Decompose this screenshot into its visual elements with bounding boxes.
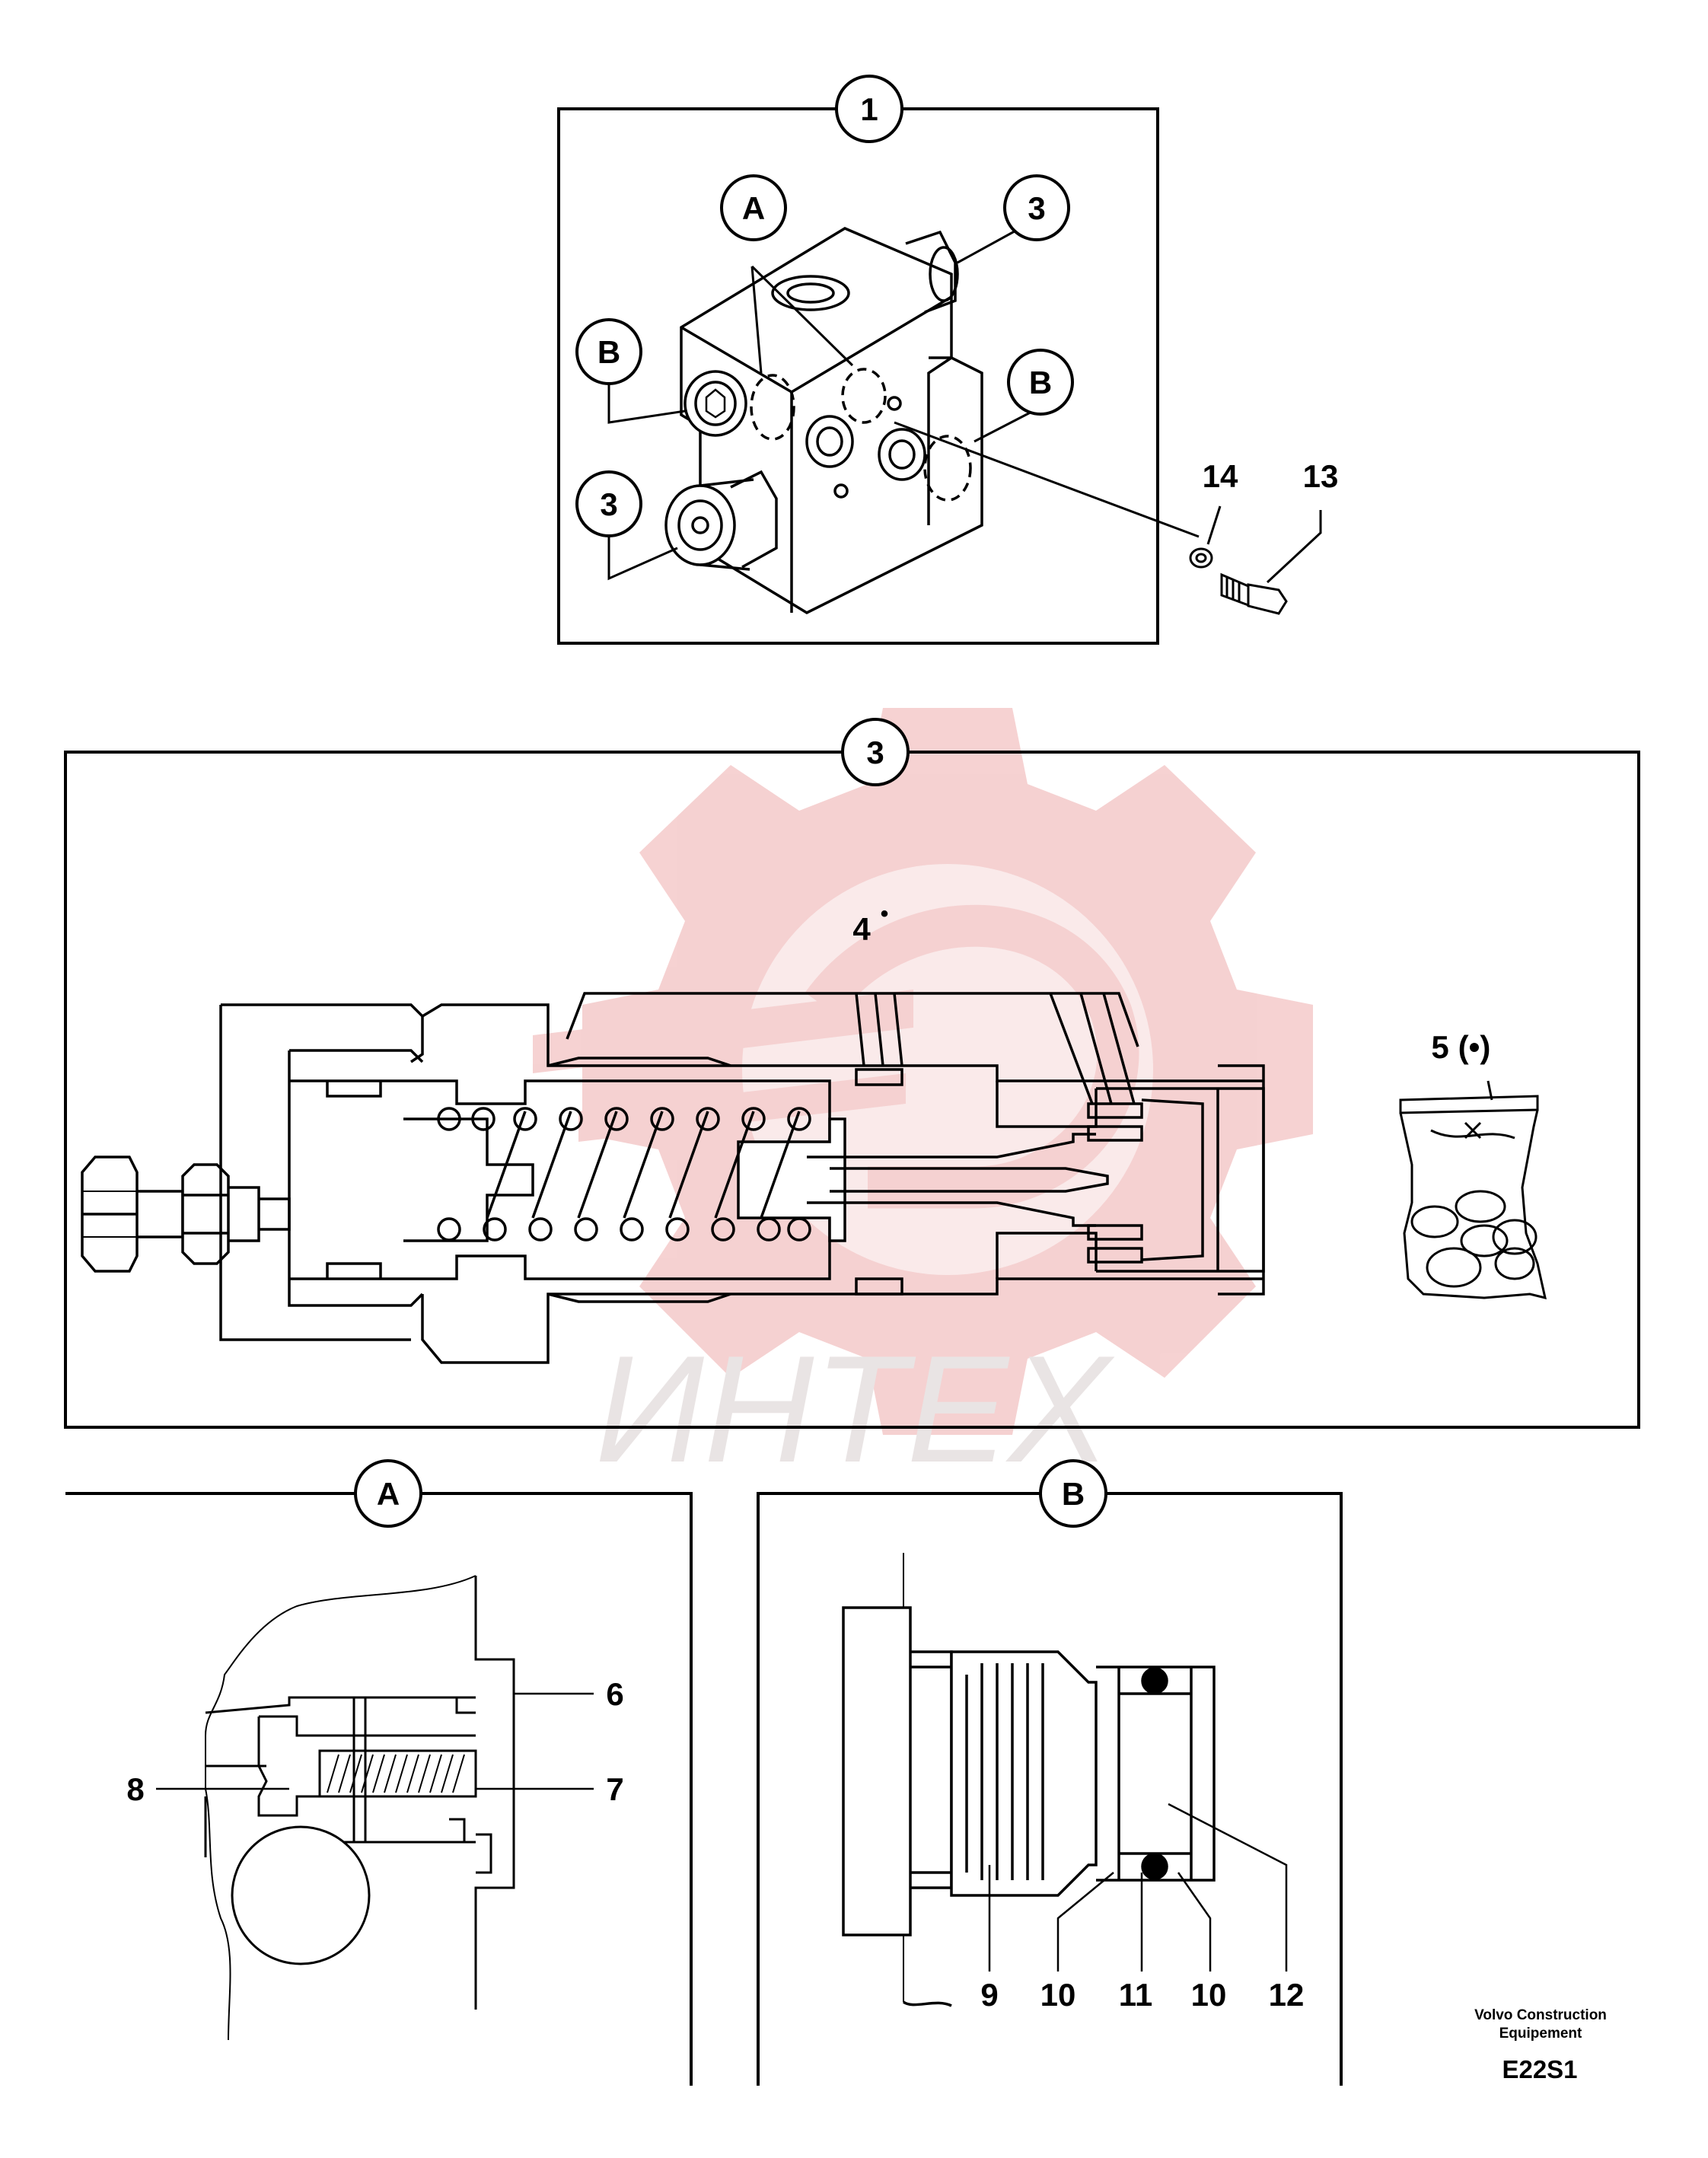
callout-circle-1 <box>835 75 903 143</box>
footer-code: E22S1 <box>1502 2055 1578 2083</box>
watermark-text: ИНТЕХ <box>595 1324 1115 1494</box>
watermark: ИНТЕХ <box>533 708 1313 1494</box>
label-4: 4 <box>852 911 871 947</box>
detail-b-plug <box>842 1553 1216 2007</box>
detail-b-leaders <box>988 1803 1288 1972</box>
label-6: 6 <box>606 1676 623 1712</box>
cartridge-spring <box>437 1107 811 1242</box>
panel-cartridge <box>64 718 1640 1429</box>
detail-a-section <box>204 1575 515 2041</box>
panel-detail-a <box>65 1459 693 2086</box>
label-3-top: 3 <box>1028 190 1045 226</box>
panel-detail-b <box>757 1459 1343 2086</box>
seal-kit-bag-icon <box>1399 1080 1547 1300</box>
footer-company: Volvo Construction Equipement <box>1474 2007 1607 2042</box>
label-13: 13 <box>1303 458 1339 494</box>
label-10-right: 10 <box>1191 1977 1227 2013</box>
panel-detail-a-frame <box>65 1492 693 2086</box>
callout-circle-b-left <box>575 318 642 385</box>
label-9: 9 <box>980 1977 998 2013</box>
callout-b: B <box>1062 1476 1085 1512</box>
watermark-gear-icon <box>582 708 1313 1435</box>
callout-circle-b-right <box>1007 349 1074 416</box>
callout-circle-b <box>1039 1459 1107 1528</box>
label-b-right: B <box>1029 365 1052 400</box>
cartridge-adjust-screw <box>81 1156 291 1273</box>
detail-a-leaders <box>156 1692 594 1790</box>
label-10-left: 10 <box>1040 1977 1076 2013</box>
valve-block-body <box>664 227 983 614</box>
panel-detail-b-labels: B 9 10 11 10 12 <box>980 1476 1304 2013</box>
panel-cartridge-labels: 3 4 • 5 (•) <box>852 735 1490 1065</box>
panel-valve-block-labels: 1 A 3 B B 3 14 13 <box>597 91 1339 522</box>
label-5-mark: (•) <box>1458 1029 1491 1065</box>
label-a-top: A <box>742 190 765 226</box>
panel-valve-block <box>557 75 1322 645</box>
label-11: 11 <box>1119 1977 1152 2013</box>
screw-13 <box>1220 572 1288 615</box>
label-14: 14 <box>1203 458 1238 494</box>
washer-14 <box>1189 547 1213 569</box>
label-8: 8 <box>126 1771 144 1807</box>
callout-3: 3 <box>866 735 884 770</box>
panel-detail-a-labels: A 6 7 8 <box>126 1476 623 1807</box>
callout-circle-a <box>354 1459 422 1528</box>
callout-1: 1 <box>860 91 878 127</box>
callout-a: A <box>377 1476 400 1512</box>
label-5: 5 <box>1431 1029 1448 1065</box>
callout-circle-a-top <box>720 174 787 241</box>
label-b-left: B <box>597 334 620 370</box>
callout-circle-3-left <box>575 470 642 537</box>
label-12: 12 <box>1269 1977 1305 2013</box>
label-4-mark: • <box>881 901 889 926</box>
label-3-left: 3 <box>600 486 617 522</box>
label-7: 7 <box>606 1771 623 1807</box>
callout-circle-3 <box>841 718 910 786</box>
callout-circle-3-top <box>1003 174 1070 241</box>
bracket-4 <box>566 992 1139 1105</box>
